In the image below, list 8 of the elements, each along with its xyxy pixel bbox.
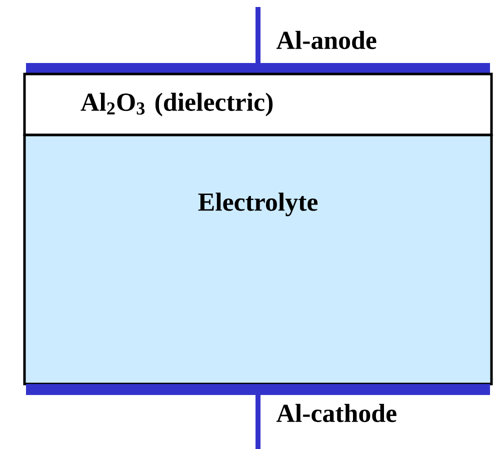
terminal-lead (256, 7, 260, 63)
terminal-lead (256, 394, 260, 449)
electrode-label: Al-anode (276, 30, 376, 50)
electrode-plate (26, 62, 490, 74)
dielectric-layer: Al$_{2}$O$_{3}$ (dielectric) (23, 72, 493, 136)
electrode-label: Al-cathode (276, 404, 396, 422)
electrolyte-region: Electrolyte (23, 134, 493, 386)
electrode-plate (26, 384, 490, 395)
